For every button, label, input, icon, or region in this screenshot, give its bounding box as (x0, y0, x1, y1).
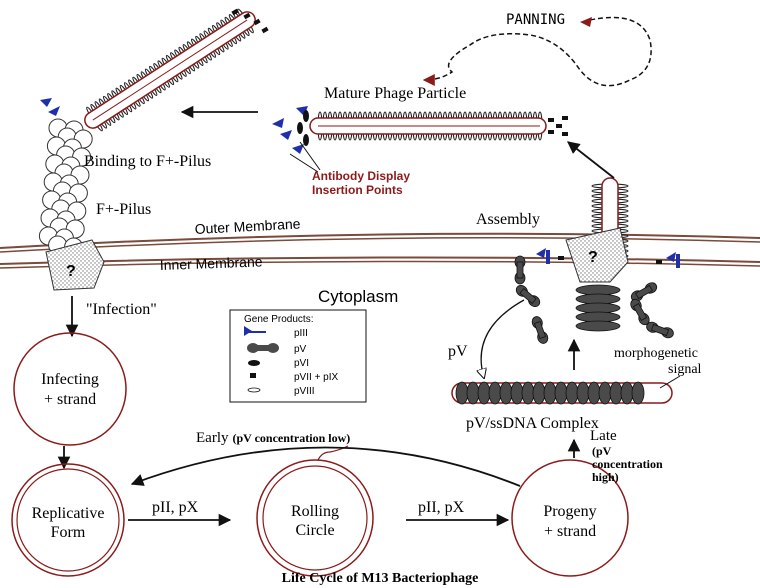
assembly-membrane-pore (565, 227, 629, 283)
replicative-label-1: Replicative (32, 505, 105, 522)
mature-phage-piii-tips (272, 106, 309, 154)
binding-phage-end-caps (231, 8, 269, 34)
inner-membrane (0, 256, 760, 269)
replicative-form-outer (11, 463, 125, 577)
legend-label-pviii: pVIII (294, 386, 315, 397)
pilus-pore-question: ? (66, 263, 76, 280)
antibody-pointer-2 (299, 141, 321, 171)
assembly-pore-question: ? (588, 249, 598, 266)
panning-path (422, 16, 652, 87)
morpho-label-2: signal (668, 362, 702, 377)
assembly-membrane-proteins (536, 248, 680, 268)
pv-ssdna-complex (451, 381, 673, 405)
pviii-icon (247, 387, 261, 393)
progeny-strand-circle (511, 459, 629, 577)
pv-recycle-arrow (481, 299, 525, 378)
infecting-strand-circle (13, 332, 127, 446)
legend-label-pvi: pVI (294, 358, 309, 369)
rolling-label-1: Rolling (291, 503, 339, 520)
mature-phage-end-caps (548, 116, 568, 136)
legend-label-pvii-pix: pVII + pIX (294, 372, 339, 383)
outer-membrane (0, 232, 760, 253)
replicative-label-2: Form (51, 524, 86, 541)
assembly-pv-coil (575, 284, 621, 332)
assembly-label: Assembly (476, 211, 540, 228)
pv-arrow-label: pV (448, 343, 468, 360)
pvi-icon (248, 360, 260, 366)
infection-label: "Infection" (86, 301, 157, 318)
early-note: (pV concentration low) (232, 431, 350, 445)
late-label-1: Late (590, 428, 617, 444)
figure-caption: Life Cycle of M13 Bacteriophage (282, 571, 479, 586)
infecting-label-2: + strand (44, 391, 96, 408)
cytoplasm-label: Cytoplasm (318, 287, 398, 306)
morpho-pointer (659, 375, 681, 389)
rolling-circle-outer (256, 459, 374, 577)
assembly-to-mature-arrow (567, 141, 615, 179)
pii-px-label-2: pII, pX (418, 499, 465, 516)
piii-icon (244, 326, 266, 336)
inner-membrane-label: Inner Membrane (160, 253, 263, 273)
antibody-label-1: Antibody Display (312, 169, 410, 183)
late-label-4: high) (592, 470, 619, 484)
outer-membrane-label: Outer Membrane (194, 215, 301, 237)
late-label-3: concentration (592, 457, 663, 471)
legend-title: Gene Products: (244, 314, 313, 325)
panning-label: PANNING (506, 12, 565, 28)
replicative-form-inner (16, 468, 120, 572)
f-pilus-label: F+-Pilus (96, 201, 151, 218)
morpho-label-1: morphogenetic (614, 346, 698, 361)
mature-phage (309, 111, 547, 141)
f-pilus (38, 118, 93, 257)
rolling-circle-inner (262, 465, 368, 571)
pilus-membrane-pore (45, 239, 105, 291)
rolling-label-2: Circle (295, 522, 334, 539)
progeny-label-1: Progeny (543, 503, 596, 520)
late-label-2: (pV (592, 444, 612, 458)
early-label: Early(pV concentration low) (196, 430, 350, 446)
legend-label-pv: pV (294, 344, 307, 355)
panning-arrowhead (580, 17, 592, 27)
pv-icon (247, 343, 279, 353)
antibody-label-2: Insertion Points (312, 183, 403, 197)
pvii-pix-icon (250, 373, 256, 378)
mature-phage-label: Mature Phage Particle (324, 85, 466, 102)
infecting-label-1: Infecting (41, 371, 99, 388)
pii-px-label-1: pII, pX (152, 499, 199, 516)
early-arrow (130, 446, 521, 487)
antibody-pointer-1 (289, 153, 319, 173)
binding-label: Binding to F+-Pilus (84, 153, 211, 170)
early-word: Early (196, 430, 229, 446)
progeny-label-2: + strand (544, 523, 596, 540)
binding-phage (84, 8, 256, 132)
free-pv-dimers (514, 255, 674, 344)
legend-label-piii: pIII (294, 328, 308, 339)
gene-products-legend: Gene Products: pIII pV pVI pVII + pIX pV… (229, 309, 367, 403)
pv-ssdna-label: pV/ssDNA Complex (466, 415, 599, 432)
